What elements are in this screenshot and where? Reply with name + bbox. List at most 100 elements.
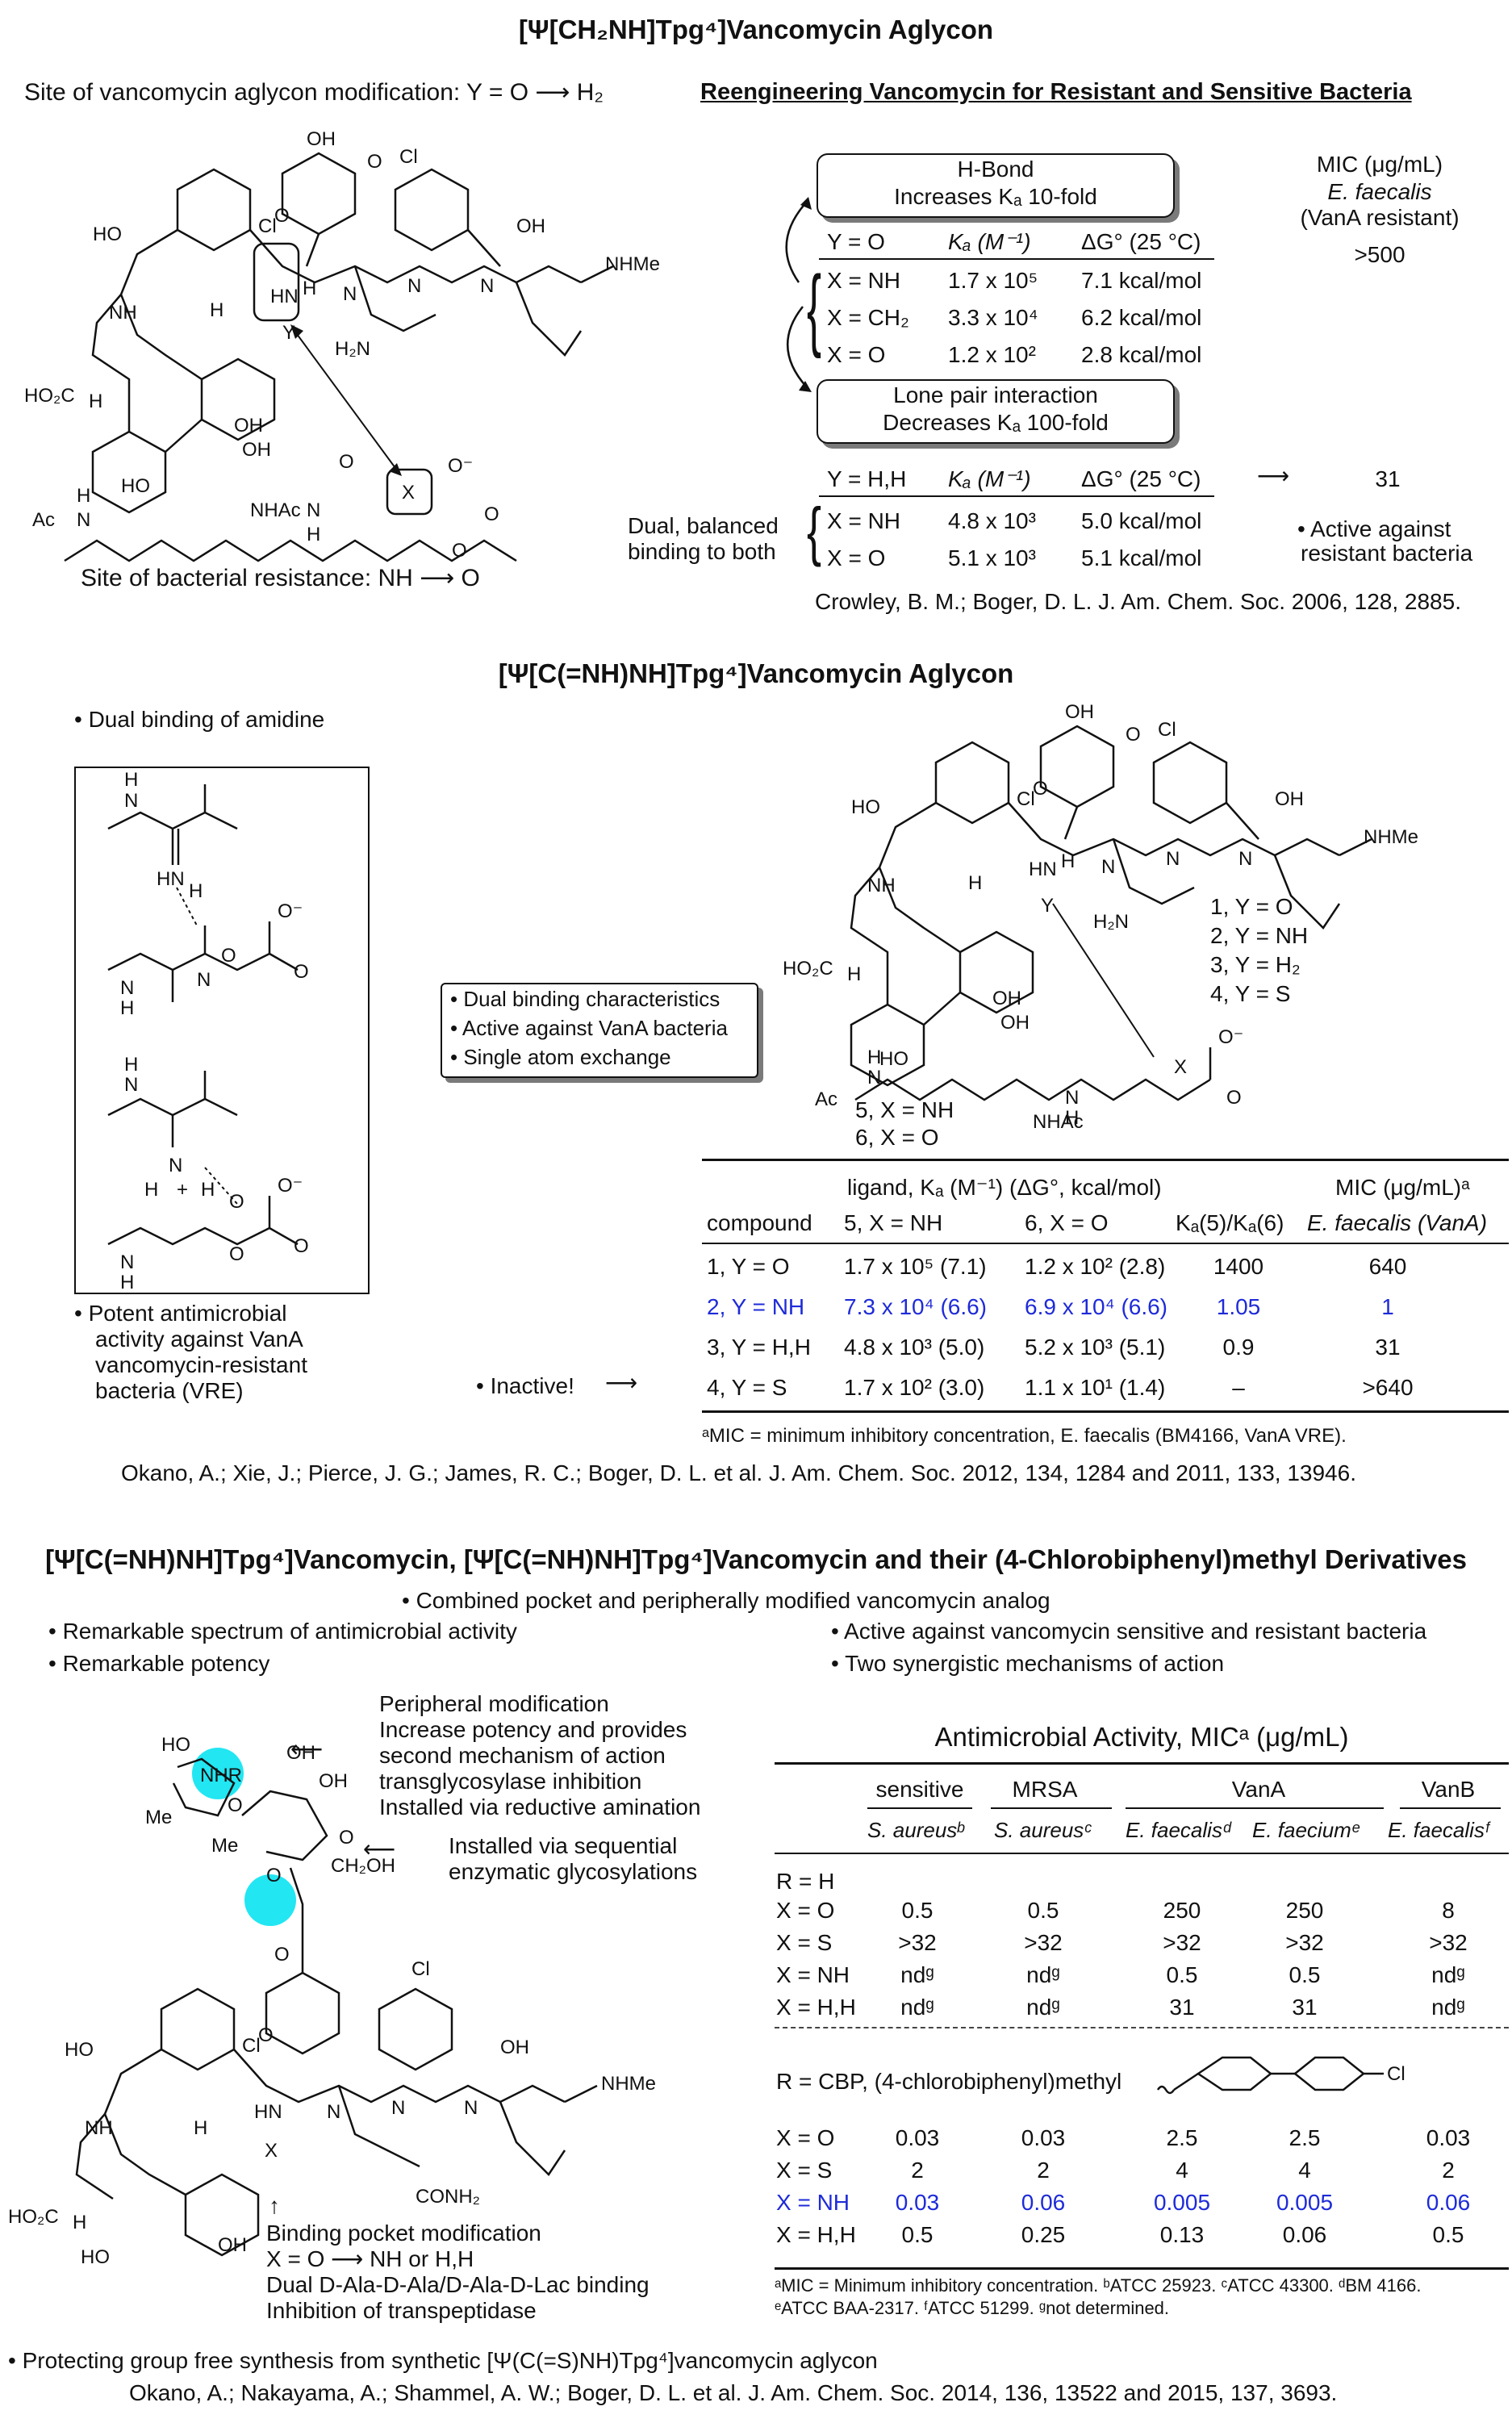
- tableA-r1-c0: X = CH₂: [827, 305, 909, 330]
- svg-text:HO: HO: [851, 796, 880, 818]
- svg-text:H: H: [144, 1179, 158, 1201]
- table2-cell: 1.7 x 10² (3.0): [844, 1375, 985, 1400]
- svg-text:CONH₂: CONH₂: [416, 2186, 480, 2208]
- table2-group-header: ligand, Kₐ (M⁻¹) (ΔG°, kcal/mol): [847, 1175, 1162, 1200]
- table3-cell: 0.5: [901, 1898, 934, 1923]
- svg-text:O: O: [1226, 1087, 1242, 1109]
- arrow-left-icon: ⟵: [363, 1836, 396, 1861]
- table3-bottom-rule: [775, 2267, 1509, 2270]
- svg-text:N: N: [197, 969, 211, 991]
- lonepair-box: Lone pair interaction Decreases Kₐ 100-f…: [817, 379, 1175, 444]
- potent-note-1: • Potent antimicrobial: [74, 1301, 287, 1326]
- arrow-right-icon: ⟶: [1257, 463, 1290, 488]
- table3-cell: X = O: [776, 1898, 835, 1923]
- pocket-3: Dual D-Ala-D-Ala/D-Ala-D-Lac binding: [266, 2272, 649, 2297]
- enzymatic-2: enzymatic glycosylations: [449, 1859, 698, 1884]
- svg-text:Y: Y: [1041, 895, 1054, 917]
- svg-text:NHAc: NHAc: [1033, 1111, 1084, 1133]
- table2-cell: 1.7 x 10⁵ (7.1): [844, 1254, 987, 1279]
- tableB-rule: [819, 495, 1214, 497]
- peripheral-1: Peripheral modification: [379, 1691, 609, 1716]
- svg-text:O: O: [367, 151, 382, 173]
- table3-cell: X = H,H: [776, 2222, 856, 2247]
- table3-cell: 250: [1285, 1898, 1324, 1923]
- org-1: S. aureusᶜ: [994, 1818, 1092, 1842]
- svg-text:O: O: [228, 1794, 243, 1816]
- svg-text:N: N: [1065, 1087, 1079, 1109]
- svg-text:CH₂OH: CH₂OH: [331, 1855, 395, 1877]
- pocket-2: X = O ⟶ NH or H,H: [266, 2246, 474, 2272]
- table3-cell: 0.5: [901, 2222, 934, 2247]
- protecting-label: • Protecting group free synthesis from s…: [8, 2348, 878, 2373]
- right-bullet-1: • Active against vancomycin sensitive an…: [831, 1619, 1427, 1644]
- svg-text:NH: NH: [109, 302, 137, 324]
- enzymatic-1: Installed via sequential: [449, 1833, 678, 1858]
- svg-text:HO₂C: HO₂C: [783, 958, 833, 980]
- svg-text:O: O: [339, 451, 354, 473]
- feature-2: • Active against VanA bacteria: [450, 1016, 728, 1040]
- table3-cell: ndᵍ: [1431, 1962, 1465, 1987]
- svg-text:O: O: [484, 503, 499, 525]
- table3-group-2: VanA: [1231, 1777, 1286, 1802]
- tableA-h3: ΔG° (25 °C): [1081, 229, 1201, 254]
- svg-text:NHAc: NHAc: [250, 499, 301, 521]
- table3-top-rule: [775, 1762, 1509, 1765]
- site-bottom-o: O: [461, 565, 480, 591]
- svg-text:HO: HO: [121, 475, 150, 497]
- right-bullet-2: • Two synergistic mechanisms of action: [831, 1651, 1225, 1676]
- table2-bottom-rule: [702, 1410, 1509, 1413]
- table3-cell: >32: [1024, 1930, 1063, 1955]
- table3-cell: 2.5: [1289, 2125, 1321, 2150]
- svg-text:HN: HN: [254, 2101, 282, 2123]
- svg-text:HO₂C: HO₂C: [24, 385, 75, 407]
- svg-text:O⁻: O⁻: [1218, 1026, 1243, 1048]
- table3-cell: 8: [1442, 1898, 1455, 1923]
- svg-text:OH: OH: [242, 439, 271, 461]
- svg-text:H₂N: H₂N: [335, 338, 370, 360]
- org-0: S. aureusᵇ: [867, 1818, 964, 1842]
- svg-text:X: X: [265, 2140, 278, 2162]
- citation-1: Crowley, B. M.; Boger, D. L. J. Am. Chem…: [815, 589, 1461, 614]
- table3-group-3: VanB: [1421, 1777, 1476, 1802]
- table3-footnote-2: ᵉATCC BAA-2317. ᶠATCC 51299. ᵍnot determ…: [775, 2298, 1170, 2318]
- svg-text:H: H: [124, 1054, 138, 1076]
- pocket-2-rhs: NH or H,H: [370, 2246, 474, 2271]
- org-3: E. faeciumᵉ: [1252, 1818, 1360, 1842]
- table3-cell: 0.005: [1153, 2190, 1211, 2215]
- peripheral-5: Installed via reductive amination: [379, 1794, 701, 1819]
- svg-text:X: X: [1174, 1056, 1187, 1078]
- table3-cell: 4: [1298, 2158, 1311, 2183]
- arrow-right-icon: ⟶: [535, 79, 570, 106]
- tableA-h1: Y = O: [827, 229, 885, 254]
- table2-cell: 7.3 x 10⁴ (6.6): [844, 1294, 988, 1319]
- table3-cell: 0.03: [895, 2125, 940, 2150]
- table3-divider: [775, 2027, 1509, 2028]
- hbond-box: H-Bond Increases Kₐ 10-fold: [817, 153, 1175, 218]
- svg-text:N: N: [120, 977, 134, 999]
- svg-text:Me: Me: [145, 1807, 172, 1828]
- svg-text:NHR: NHR: [200, 1765, 242, 1786]
- svg-text:N: N: [77, 509, 90, 531]
- svg-text:Cl: Cl: [1158, 719, 1176, 741]
- svg-text:HO: HO: [81, 2246, 110, 2268]
- svg-text:O: O: [452, 540, 467, 562]
- potent-note-4: bacteria (VRE): [95, 1378, 244, 1403]
- svg-text:HO: HO: [879, 1048, 908, 1070]
- svg-text:O: O: [258, 2024, 274, 2046]
- peripheral-3: second mechanism of action: [379, 1743, 666, 1768]
- svg-text:O⁻: O⁻: [448, 455, 473, 477]
- table2-col-1: 5, X = NH: [844, 1210, 943, 1235]
- dual-note-2: binding to both: [628, 539, 776, 564]
- svg-text:X: X: [402, 482, 415, 503]
- group-rule-1: [991, 1807, 1112, 1809]
- svg-text:OH: OH: [992, 988, 1021, 1009]
- svg-text:H: H: [307, 524, 320, 545]
- svg-text:OH: OH: [319, 1770, 348, 1792]
- svg-text:Cl: Cl: [1017, 788, 1035, 810]
- table2-cell: >640: [1362, 1375, 1414, 1400]
- site-top-h2: H₂: [576, 79, 604, 106]
- feature-1: • Dual binding characteristics: [450, 987, 720, 1011]
- table3-cell: 0.03: [1021, 2125, 1066, 2150]
- table3-cell: 0.03: [1426, 2125, 1471, 2150]
